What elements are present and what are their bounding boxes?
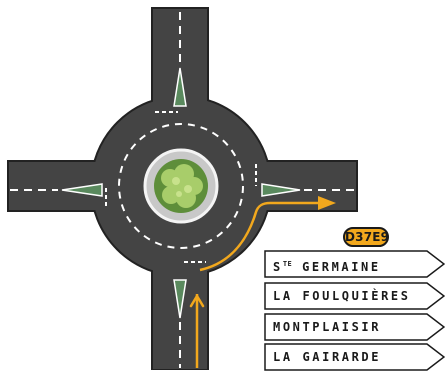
road-network <box>7 7 358 370</box>
lane-markings <box>10 12 355 368</box>
sign-label: MONTPLAISIR <box>273 320 382 334</box>
west-island <box>61 183 103 197</box>
south-island <box>173 279 187 319</box>
splitter-islands <box>61 67 301 319</box>
ring-lane-marking <box>118 123 244 249</box>
sign-label: LA FOULQUIÈRES <box>273 289 411 303</box>
direction-sign-saint-germaine: STE GERMAINE <box>264 250 445 278</box>
sign-panel <box>264 250 445 278</box>
sign-panel <box>264 313 445 341</box>
route-exit-path <box>199 201 318 272</box>
direction-sign-la-gairarde: LA GAIRARDE <box>264 343 445 371</box>
sign-panel <box>264 282 445 310</box>
route-arrowhead <box>318 196 336 210</box>
route-arrow <box>189 196 336 368</box>
direction-sign-la-foulquieres: LA FOULQUIÈRES <box>264 282 445 310</box>
sign-panel <box>264 343 445 371</box>
sign-label: LA GAIRARDE <box>273 350 382 364</box>
road-number-badge: D37E9 <box>343 227 389 247</box>
direction-sign-montplaisir: MONTPLAISIR <box>264 313 445 341</box>
sign-label: STE GERMAINE <box>273 260 381 274</box>
north-island <box>173 67 187 107</box>
east-island <box>261 183 301 197</box>
central-island <box>143 148 219 224</box>
